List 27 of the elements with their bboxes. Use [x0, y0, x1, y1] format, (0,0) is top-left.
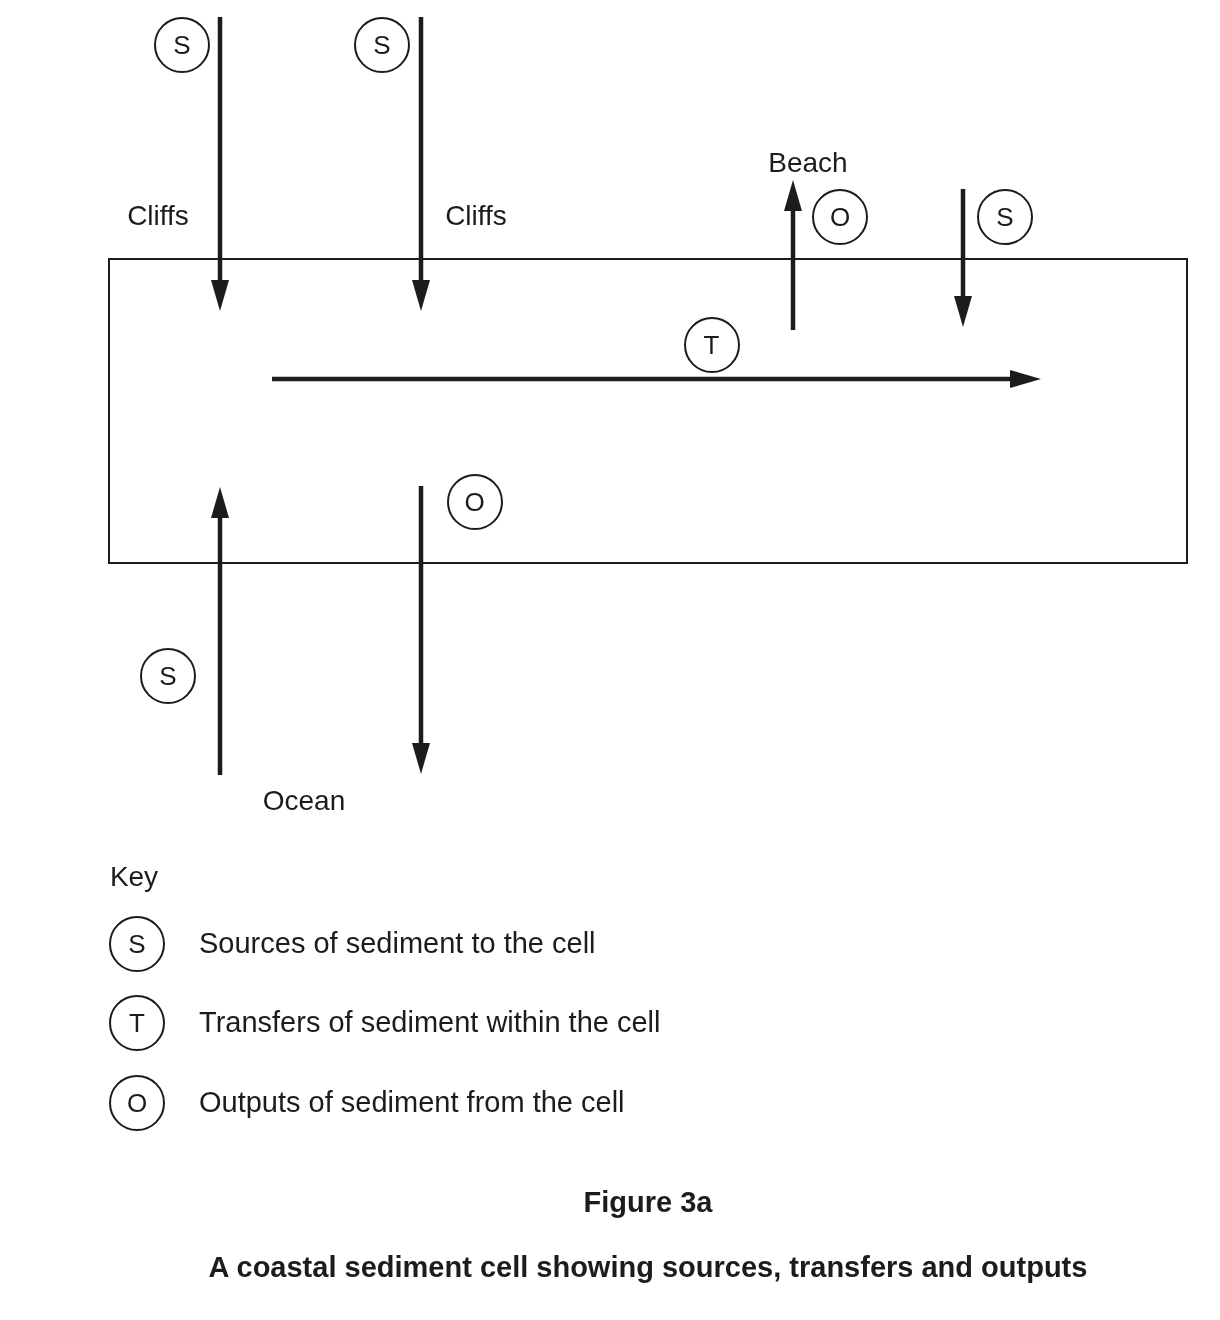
- circled-letter: S: [977, 189, 1033, 245]
- key-text: Transfers of sediment within the cell: [199, 1006, 661, 1040]
- circled-letter: O: [446, 473, 503, 530]
- place-label: Ocean: [262, 784, 346, 818]
- figure-title: Figure 3a: [583, 1186, 713, 1220]
- key-text: Sources of sediment to the cell: [199, 927, 596, 961]
- place-label: Cliffs: [445, 199, 507, 233]
- arrow: [412, 483, 430, 774]
- circled-letter: T: [109, 995, 165, 1051]
- arrow: [211, 487, 229, 775]
- cell-boundary: [108, 258, 1188, 564]
- arrow: [211, 15, 229, 311]
- circled-letter: S: [154, 17, 210, 73]
- figure-caption: A coastal sediment cell showing sources, transfers and outputs: [208, 1251, 1088, 1285]
- circled-letter: T: [683, 316, 740, 373]
- key-text: Outputs of sediment from the cell: [199, 1086, 625, 1120]
- circled-letter: S: [140, 648, 196, 704]
- arrow: [784, 180, 802, 333]
- circled-letter: S: [109, 916, 165, 972]
- arrow: [954, 189, 972, 327]
- circled-letter: O: [812, 189, 868, 245]
- place-label: Cliffs: [127, 199, 189, 233]
- arrow: [412, 15, 430, 311]
- circled-letter: O: [109, 1075, 165, 1131]
- key-heading: Key: [109, 860, 159, 894]
- place-label: Beach: [768, 146, 848, 180]
- circled-letter: S: [354, 17, 410, 73]
